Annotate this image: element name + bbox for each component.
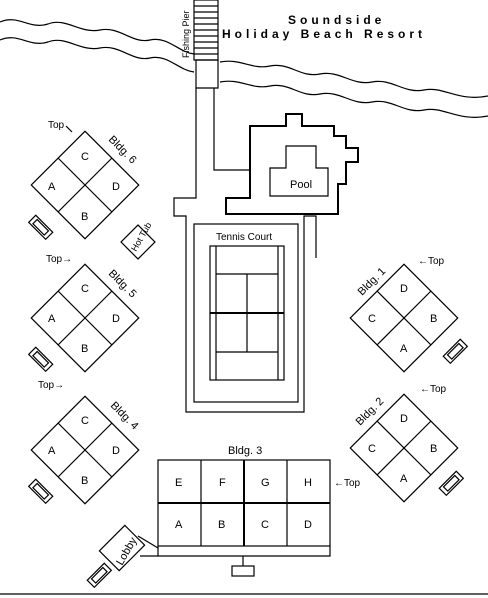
building-3 <box>157 459 331 577</box>
unit-label: B <box>81 343 88 355</box>
unit-label: A <box>175 519 183 531</box>
stair <box>86 562 113 589</box>
unit-label: D <box>400 413 408 425</box>
shoreline <box>0 37 195 73</box>
building-1 <box>349 263 459 373</box>
building-4 <box>30 395 140 505</box>
shoreline <box>219 80 488 118</box>
building-6 <box>30 130 140 240</box>
building-5 <box>30 263 140 373</box>
building-label: Bldg. 1 <box>356 265 389 298</box>
unit-label: A <box>48 445 56 457</box>
pool-deck <box>225 113 359 215</box>
unit-label: E <box>175 477 182 489</box>
unit-label: A <box>48 181 56 193</box>
hot-tub <box>120 224 156 260</box>
unit-label: F <box>219 477 226 489</box>
stair <box>442 338 469 365</box>
top-marker: ←Top <box>418 256 445 267</box>
unit-label: A <box>400 343 408 355</box>
unit-label: C <box>368 313 376 325</box>
unit-label: B <box>430 443 437 455</box>
top-marker: Top <box>48 120 65 131</box>
unit-label: C <box>261 519 269 531</box>
unit-label: B <box>430 313 437 325</box>
lobby-label: Lobby <box>114 535 140 567</box>
unit-label: C <box>81 283 89 295</box>
lobby <box>98 524 146 572</box>
top-arrow <box>65 125 73 133</box>
unit-label: C <box>81 151 89 163</box>
tennis-court-label: Tennis Court <box>216 232 272 243</box>
top-marker: ←Top <box>420 384 447 395</box>
stair <box>27 214 54 241</box>
building-label: Bldg. 2 <box>354 395 387 428</box>
stair <box>438 470 465 497</box>
tennis-court <box>209 245 285 381</box>
walkway <box>213 88 251 171</box>
unit-label: C <box>81 415 89 427</box>
unit-label: B <box>81 211 88 223</box>
stair <box>27 346 54 373</box>
unit-label: D <box>112 445 120 457</box>
building-2 <box>349 393 459 503</box>
title-line1: Soundside <box>288 13 385 27</box>
unit-label: D <box>112 181 120 193</box>
stair <box>27 478 54 505</box>
unit-label: G <box>261 477 270 489</box>
top-marker: Top→ <box>46 254 72 265</box>
pier-label: Fishing Pier <box>181 10 191 58</box>
top-marker: Top→ <box>38 380 64 391</box>
building-label: Bldg. 3 <box>228 445 262 457</box>
unit-label: A <box>400 473 408 485</box>
building-label: Bldg. 5 <box>106 268 139 301</box>
shoreline <box>0 19 195 55</box>
pool <box>269 145 329 197</box>
top-marker: ←Top <box>334 478 361 489</box>
unit-label: H <box>304 477 312 489</box>
unit-label: A <box>48 313 56 325</box>
fishing-pier <box>193 0 219 61</box>
tennis-court-area <box>193 223 299 403</box>
building-label: Bldg. 4 <box>108 400 141 433</box>
walkway <box>195 59 219 89</box>
unit-label: B <box>81 475 88 487</box>
unit-label: B <box>218 519 225 531</box>
title-line2: Holiday Beach Resort <box>222 27 426 41</box>
unit-label: D <box>400 283 408 295</box>
shoreline <box>219 60 488 98</box>
pool-label: Pool <box>290 179 312 191</box>
walkway <box>173 88 317 413</box>
unit-label: D <box>304 519 312 531</box>
unit-label: C <box>368 443 376 455</box>
walkway <box>137 535 159 557</box>
building-label: Bldg. 6 <box>106 134 139 167</box>
unit-label: D <box>112 313 120 325</box>
